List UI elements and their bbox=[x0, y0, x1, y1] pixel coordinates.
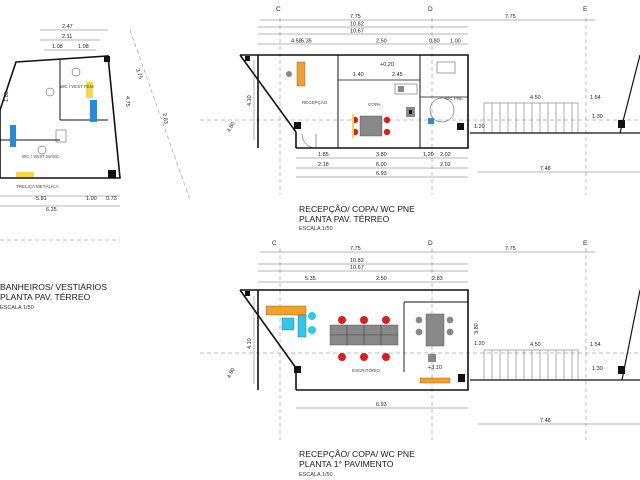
dim-stair-1-20: 1.20 bbox=[474, 124, 485, 130]
dim-bottom-5-81: 5.81 bbox=[36, 196, 47, 202]
dim-top-10-67: 10.67 bbox=[350, 29, 364, 35]
dim-top-10-82: 10.82 bbox=[350, 258, 364, 264]
level-plus-3-10: +3.10 bbox=[428, 365, 442, 371]
dim-top-2-11: 2.11 bbox=[62, 34, 72, 40]
dim-bottom-6-93: 6.93 bbox=[376, 402, 387, 408]
top-plan-title-line1: RECEPÇÃO/ COPA/ WC PNE bbox=[299, 204, 415, 214]
dim-bottom-6-93: 6.93 bbox=[376, 171, 387, 177]
dim-side-4-75: 4.75 bbox=[124, 96, 130, 107]
left-plan: 2.47 2.11 1.08 1.08 WC / VEST FEM WC / V… bbox=[0, 24, 191, 311]
room-label-copa: COPA bbox=[368, 102, 380, 107]
dim-top-0-80: 0.80 bbox=[429, 39, 440, 45]
dim-bottom-2-18: 2.18 bbox=[318, 162, 329, 168]
dim-top-5-35: 5.35 bbox=[305, 276, 316, 282]
dim-bottom-6-25: 6.25 bbox=[46, 207, 57, 213]
dim-inner-1-40: 1.40 bbox=[353, 72, 364, 78]
axis-label-d: D bbox=[428, 6, 433, 13]
dim-top-5-35: 5.35 bbox=[301, 39, 312, 45]
dim-top-2-50: 2.50 bbox=[376, 276, 387, 282]
room-label-wc-masc: WC / VEST MASC bbox=[22, 154, 60, 159]
dim-top-10-82: 10.82 bbox=[350, 22, 364, 28]
dim-top-1-00: 1.00 bbox=[450, 39, 461, 45]
dim-top-7-75-b: 7.75 bbox=[505, 246, 516, 252]
level-plus-0-20: +0.20 bbox=[380, 62, 394, 68]
axis-label-c: C bbox=[276, 6, 281, 13]
room-label-truss: TRELIÇA METÁLICA bbox=[16, 183, 59, 189]
dim-left-4-80: 4.80 bbox=[226, 121, 236, 133]
dim-bottom-7-48: 7.48 bbox=[540, 166, 551, 172]
dim-top-2-50: 2.50 bbox=[376, 39, 387, 45]
dim-inner-2-45: 2.45 bbox=[392, 72, 403, 78]
dim-stair-1-54: 1.54 bbox=[590, 95, 601, 101]
dim-top-7-75-a: 7.75 bbox=[350, 14, 361, 20]
dim-top-1-08a: 1.08 bbox=[52, 44, 63, 50]
dim-bottom-2-02b: 2.02 bbox=[440, 162, 451, 168]
axis-label-e: E bbox=[583, 240, 588, 247]
dim-top-4-58: 4.58 bbox=[291, 39, 302, 45]
top-plan-title-line2: PLANTA PAV. TÉRREO bbox=[299, 214, 390, 224]
room-label-wc-fem: WC / VEST FEM bbox=[60, 84, 94, 89]
top-plan: 7.75 7.75 10.82 10.67 4.58 5.35 2.50 0.8… bbox=[226, 14, 640, 232]
dim-side-3-75: 3.75 bbox=[134, 68, 143, 80]
dim-top-7-75-a: 7.75 bbox=[350, 246, 361, 252]
dim-top-10-67: 10.67 bbox=[350, 265, 364, 271]
dim-bottom-7-48: 7.48 bbox=[540, 418, 551, 424]
dim-bottom-1-00: 1.00 bbox=[86, 196, 97, 202]
bottom-plan-title-line1: RECEPÇÃO/ COPA/ WC PNE bbox=[299, 449, 415, 459]
top-plan-scale: ESCALA 1/50 bbox=[299, 226, 333, 232]
bottom-plan-title-line2: PLANTA 1° PAVIMENTO bbox=[299, 459, 394, 469]
dim-stair-1-30: 1.30 bbox=[592, 366, 603, 372]
dim-stair-4-50: 4.50 bbox=[530, 342, 541, 348]
dim-bottom-1-20: 1.20 bbox=[423, 152, 434, 158]
dim-bottom-1-85: 1.85 bbox=[318, 152, 329, 158]
axis-labels-top: C D E C D E bbox=[272, 6, 588, 247]
dim-bottom-3-80: 3.80 bbox=[376, 152, 387, 158]
dim-stair-1-30: 1.30 bbox=[592, 114, 603, 120]
dim-bottom-2-02: 2.02 bbox=[440, 152, 451, 158]
dim-bottom-6-00: 6.00 bbox=[376, 162, 387, 168]
axis-label-d: D bbox=[428, 240, 433, 247]
dim-side-2-83: 2.83 bbox=[161, 113, 169, 125]
dim-side-1-85: 1.85 bbox=[4, 91, 10, 102]
room-label-wc-pne: WC PNE bbox=[445, 96, 463, 101]
bottom-plan-scale: ESCALA 1/50 bbox=[299, 472, 333, 478]
room-label-office: ESCRITÓRIO bbox=[352, 367, 381, 373]
dim-right-3-80: 3.80 bbox=[474, 323, 480, 334]
left-plan-title-line1: BANHEIROS/ VESTIÁRIOS bbox=[0, 282, 107, 292]
dim-top-7-75-b: 7.75 bbox=[505, 14, 516, 20]
dim-stair-1-54: 1.54 bbox=[590, 342, 601, 348]
dim-top-1-08b: 1.08 bbox=[78, 44, 89, 50]
dim-left-4-80: 4.80 bbox=[226, 367, 236, 379]
dim-stair-1-20: 1.20 bbox=[474, 341, 485, 347]
bottom-plan: 7.75 7.75 10.82 10.67 5.35 2.50 2.83 bbox=[226, 246, 640, 478]
axis-label-e: E bbox=[583, 6, 588, 13]
dim-top-2-47: 2.47 bbox=[62, 24, 73, 30]
axis-label-c: C bbox=[272, 240, 277, 247]
dim-top-2-83: 2.83 bbox=[432, 276, 443, 282]
dim-stair-4-50: 4.50 bbox=[530, 95, 541, 101]
dim-bottom-0-73: 0.73 bbox=[106, 196, 117, 202]
dim-left-4-10: 4.10 bbox=[247, 338, 253, 349]
left-plan-title-line2: PLANTA PAV. TÉRREO bbox=[0, 292, 91, 302]
room-label-reception: RECEPÇÃO bbox=[302, 99, 328, 105]
dim-left-4-10: 4.10 bbox=[247, 95, 253, 106]
left-plan-scale: ESCALA 1/50 bbox=[0, 305, 34, 311]
